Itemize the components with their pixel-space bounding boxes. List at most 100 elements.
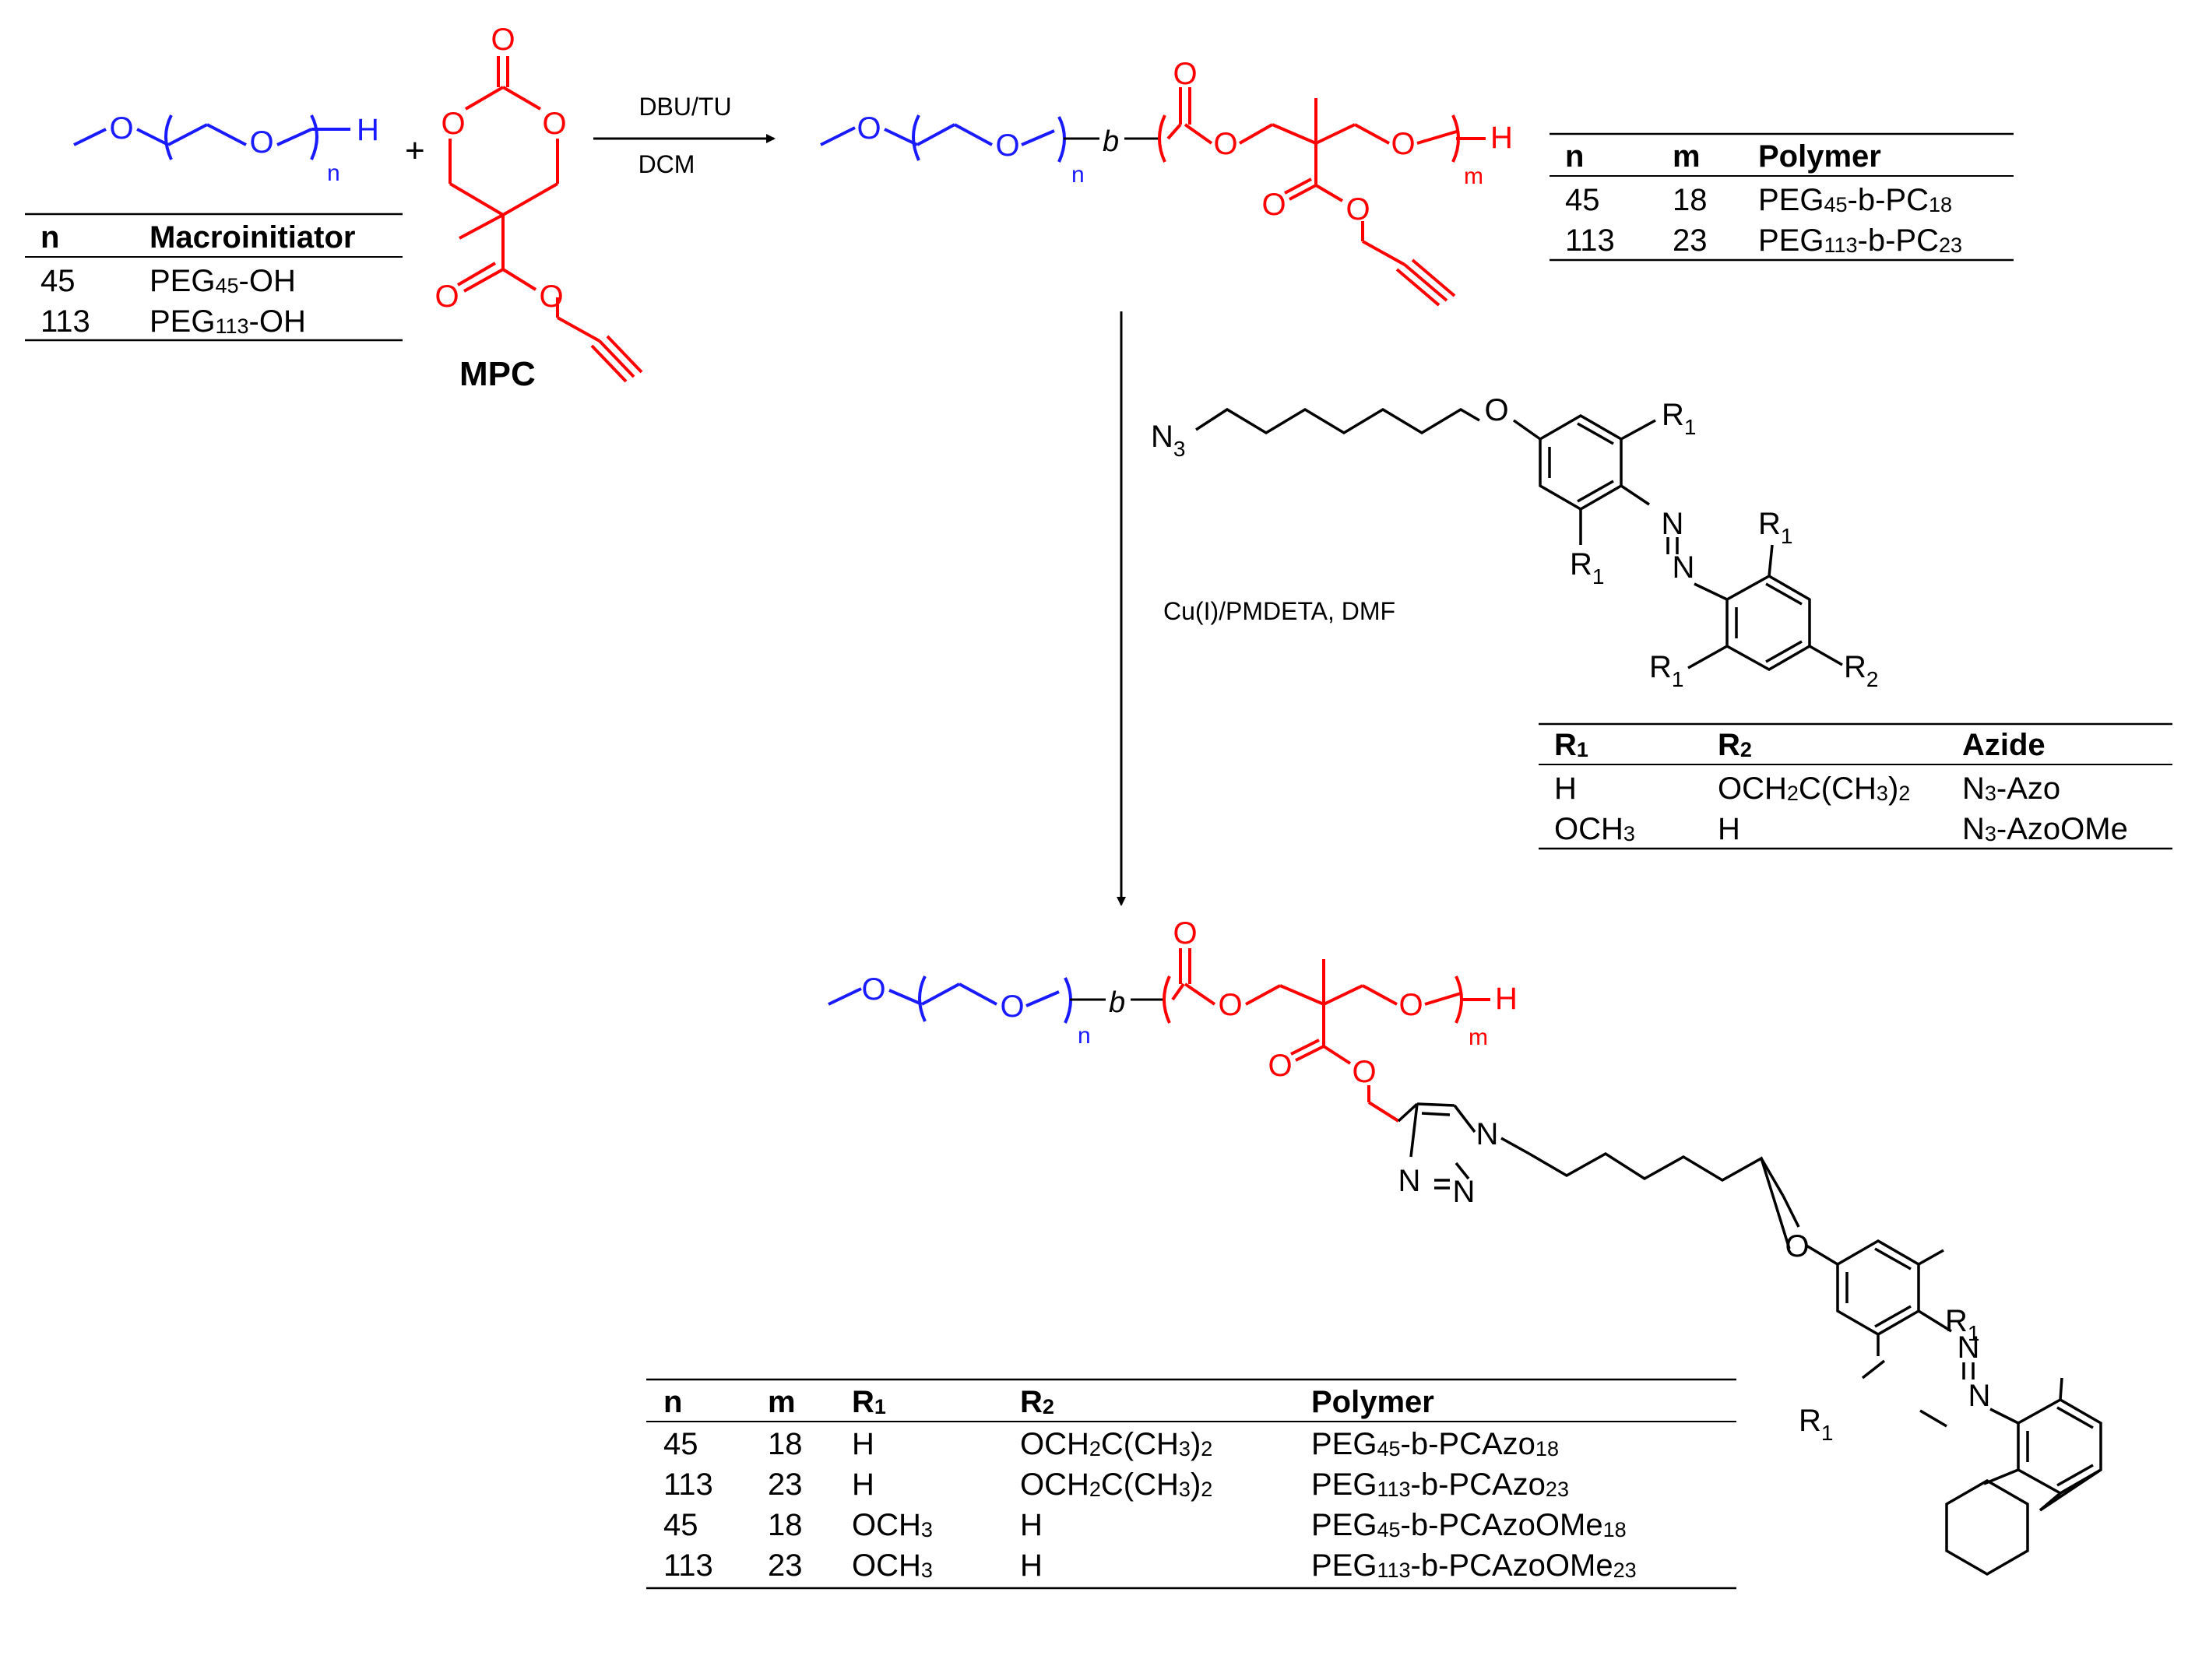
atom-o: O <box>1398 988 1423 1022</box>
cell-n: 45 <box>663 1427 698 1461</box>
cell-polymer: PEG45-b-PCAzo18 <box>1311 1427 1559 1461</box>
cell-polymer: PEG113-b-PCAzo23 <box>1311 1467 1569 1502</box>
atom-o: O <box>995 128 1019 163</box>
cell-n: 45 <box>40 264 76 298</box>
cell-r1: OCH3 <box>1554 812 1635 846</box>
header-r1: R1 <box>852 1385 886 1419</box>
atom-o: O <box>861 972 885 1007</box>
cell-polymer: PEG45-b-PC18 <box>1758 183 1952 217</box>
header-r2: R2 <box>1718 728 1752 762</box>
atom-o: O <box>1173 57 1197 91</box>
header-r1: R1 <box>1554 728 1588 762</box>
cell-m: 18 <box>768 1427 803 1461</box>
atom-h: H <box>1490 121 1513 155</box>
atom-o: O <box>1173 916 1197 951</box>
subscript-m: m <box>1469 1025 1488 1050</box>
cell-r1: H <box>852 1467 874 1502</box>
final-polymer-table: n m R1 R2 Polymer 45 18 H OCH2C(CH3)2 PE… <box>646 1378 1736 1590</box>
table-row: 113 23 H OCH2C(CH3)2 PEG113-b-PCAzo23 <box>663 1467 1569 1502</box>
atom-o: O <box>441 107 465 141</box>
atom-o: O <box>1218 988 1242 1022</box>
atom-o: O <box>1268 1049 1292 1083</box>
atom-o: O <box>249 125 273 160</box>
table-row: 113 23 OCH3 H PEG113-b-PCAzoOMe23 <box>663 1548 1637 1583</box>
macroinitiator-table: n Macroinitiator 45 PEG45-OH 113 PEG113-… <box>25 213 403 342</box>
header-n: n <box>663 1385 682 1419</box>
header-polymer: Polymer <box>1758 139 1881 174</box>
final-azobenzene-lower <box>1919 1409 2029 1576</box>
cell-polymer: PEG113-b-PC23 <box>1758 223 1962 258</box>
atom-o: O <box>1352 1055 1376 1089</box>
cell-polymer: PEG113-b-PCAzoOMe23 <box>1311 1548 1637 1583</box>
header-macroinitiator: Macroinitiator <box>150 220 355 255</box>
atom-o: O <box>1213 127 1237 161</box>
atom-o: O <box>1785 1229 1809 1264</box>
cell-m: 23 <box>768 1467 803 1502</box>
condition-catalyst: DBU/TU <box>638 93 731 121</box>
header-n: n <box>40 220 59 255</box>
mpc-structure: O O O O O MPC <box>434 23 643 393</box>
substituent-r1: R1 <box>1662 398 1696 439</box>
reaction-arrow-1: DBU/TU DCM <box>593 93 776 178</box>
header-m: m <box>768 1385 796 1419</box>
atom-o: O <box>1000 989 1024 1024</box>
condition-click: Cu(I)/PMDETA, DMF <box>1163 597 1395 625</box>
atom-n: N <box>1968 1379 1991 1413</box>
atom-o: O <box>109 111 133 146</box>
header-polymer: Polymer <box>1311 1385 1434 1419</box>
cell-m: 23 <box>768 1548 803 1583</box>
cell-r2: OCH2C(CH3)2 <box>1020 1427 1212 1461</box>
atom-n: N <box>1662 507 1684 541</box>
cell-azide: N3-AzoOMe <box>1962 812 2128 846</box>
subscript-n: n <box>327 160 340 186</box>
subscript-m: m <box>1464 163 1483 189</box>
cell-n: 45 <box>1565 183 1600 217</box>
header-m: m <box>1673 139 1701 174</box>
peg-b-pc-structure: O O n b O <box>820 57 1513 307</box>
cell-r1: H <box>1554 771 1577 806</box>
cell-m: 18 <box>1673 183 1708 217</box>
atom-o: O <box>539 279 563 314</box>
header-azide: Azide <box>1962 728 2046 762</box>
cell-r1: OCH3 <box>852 1508 933 1542</box>
cell-r1: OCH3 <box>852 1548 933 1583</box>
cell-n: 113 <box>663 1467 713 1502</box>
atom-n: N <box>1453 1175 1476 1209</box>
peg-b-pc-table: n m Polymer 45 18 PEG45-b-PC18 113 23 PE… <box>1550 132 2014 262</box>
reaction-arrow-2: Cu(I)/PMDETA, DMF <box>1117 311 1395 906</box>
substituent-r1: R1 <box>1649 650 1683 691</box>
cell-n: 45 <box>663 1508 698 1542</box>
cell-r1: H <box>852 1427 874 1461</box>
atom-o: O <box>491 23 515 57</box>
cell-macroinitiator: PEG45-OH <box>150 264 296 298</box>
atom-h: H <box>357 113 379 147</box>
atom-n: N <box>1958 1330 1980 1365</box>
atom-n: N <box>1398 1164 1421 1198</box>
table-row: 45 18 OCH3 H PEG45-b-PCAzoOMe18 <box>663 1508 1627 1542</box>
atom-n: N <box>1673 550 1695 585</box>
cell-m: 18 <box>768 1508 803 1542</box>
atom-o: O <box>857 111 881 146</box>
block-label-b: b <box>1103 125 1119 158</box>
cell-r2: OCH2C(CH3)2 <box>1020 1467 1212 1502</box>
cell-r2: H <box>1718 812 1740 846</box>
cell-n: 113 <box>1565 223 1615 258</box>
cell-n: 113 <box>40 304 90 339</box>
header-r2: R2 <box>1020 1385 1054 1419</box>
atom-o: O <box>542 107 566 141</box>
cell-r2: OCH2C(CH3)2 <box>1718 771 1910 806</box>
mpc-label: MPC <box>459 355 536 393</box>
atom-o: O <box>1391 127 1415 161</box>
cell-macroinitiator: PEG113-OH <box>150 304 306 339</box>
atom-h: H <box>1495 982 1518 1016</box>
substituent-r1: R1 <box>1945 1304 1979 1345</box>
header-n: n <box>1565 139 1584 174</box>
azide-table: R1 R2 Azide H OCH2C(CH3)2 N3-Azo OCH3 H … <box>1539 722 2172 850</box>
block-label-b: b <box>1109 986 1125 1019</box>
cell-polymer: PEG45-b-PCAzoOMe18 <box>1311 1508 1627 1542</box>
atom-o: O <box>434 279 459 314</box>
atom-o: O <box>1261 188 1286 222</box>
cell-r2: H <box>1020 1548 1043 1583</box>
azide-structure: N3 O R1 R1 N N R1 R1 R2 <box>1151 393 1878 691</box>
